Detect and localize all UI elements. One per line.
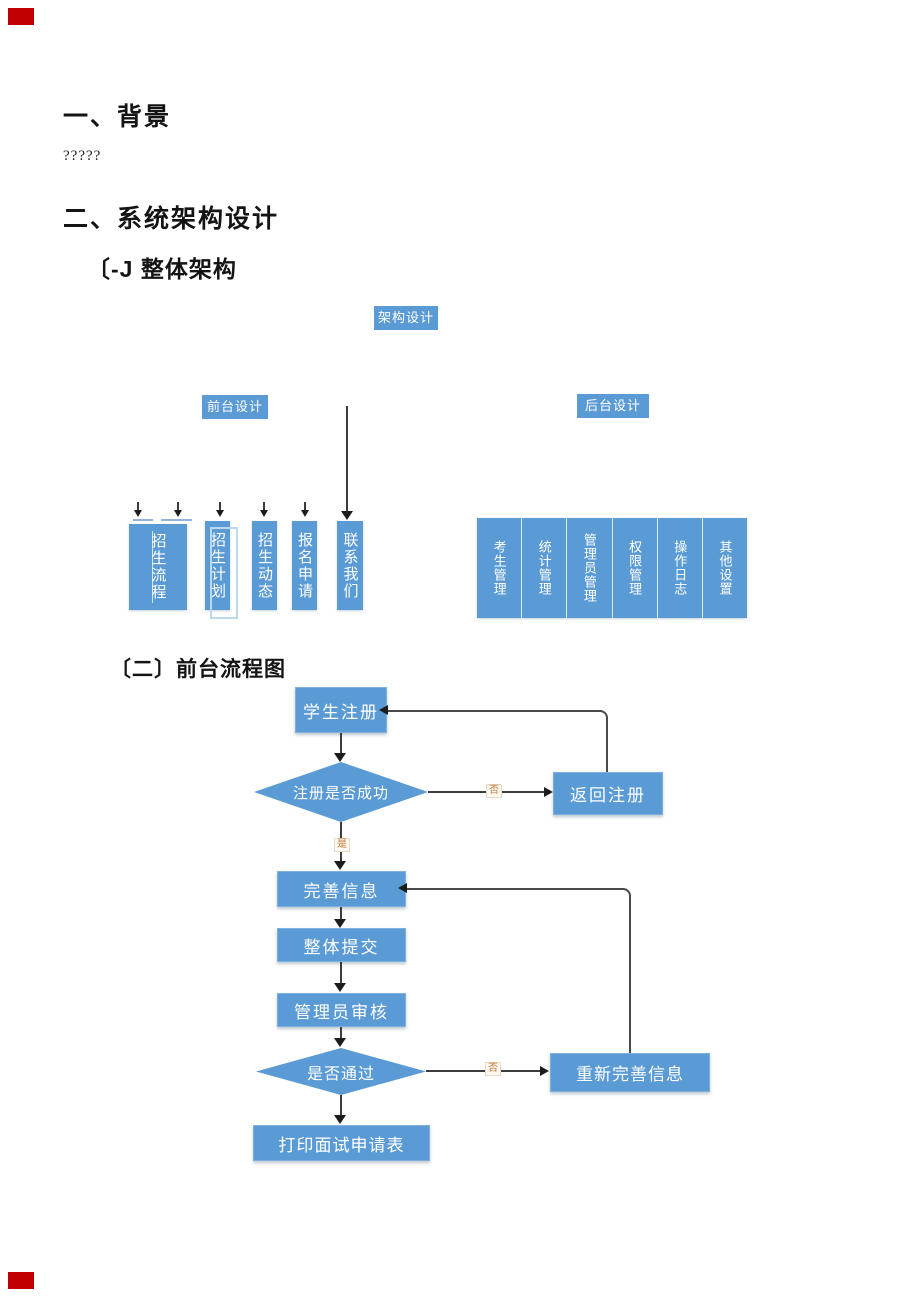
front-column: 联系我们 bbox=[337, 521, 363, 610]
edge-label-no-1: 否 bbox=[486, 784, 502, 798]
flow-node-redo-complete-info: 重新完善信息 bbox=[550, 1053, 710, 1092]
flow-node-overall-submit: 整体提交 bbox=[277, 928, 406, 962]
red-corner-mark-top bbox=[8, 8, 34, 25]
flow-node-admin-review: 管理员审核 bbox=[277, 993, 406, 1027]
subheading-overall-architecture: 〔-J 整体架构 bbox=[87, 256, 237, 282]
back-column: 管理员管理 bbox=[567, 518, 613, 618]
back-column-label: 统计管理 bbox=[536, 540, 552, 596]
flow-connector bbox=[426, 1070, 543, 1072]
arrowhead-right-icon bbox=[544, 787, 553, 797]
offset-outline-artifact bbox=[210, 527, 238, 619]
front-column-label: 招生计划 bbox=[209, 531, 226, 600]
flow-connector bbox=[340, 1027, 342, 1040]
arrowhead-down-icon bbox=[334, 983, 346, 992]
front-column-label: 招生流程 bbox=[149, 533, 167, 601]
flow-decision-pass: 是否通过 bbox=[256, 1048, 426, 1095]
flow-node-student-register: 学生注册 bbox=[295, 687, 387, 733]
red-corner-mark-bottom bbox=[8, 1272, 34, 1289]
segment-artifact bbox=[161, 519, 192, 521]
flow-connector bbox=[340, 907, 342, 921]
arch-center-connector bbox=[346, 406, 348, 512]
heading-background: 一、背景 bbox=[63, 103, 172, 131]
heading-architecture: 二、系统架构设计 bbox=[63, 205, 280, 233]
flow-node-complete-info: 完善信息 bbox=[277, 871, 406, 907]
arrowhead-down-icon bbox=[341, 511, 353, 520]
arrowhead-left-icon bbox=[398, 883, 407, 893]
back-column-label: 考生管理 bbox=[491, 540, 507, 596]
back-column: 权限管理 bbox=[613, 518, 658, 618]
subheading-front-flowchart: 〔二〕前台流程图 bbox=[110, 658, 286, 681]
arrowhead-down-icon bbox=[334, 861, 346, 870]
back-panel: 考生管理 统计管理 管理员管理 权限管理 操作日志 其他设置 bbox=[477, 518, 747, 618]
arrowhead-down-icon bbox=[134, 510, 142, 517]
feedback-connector-redo bbox=[406, 888, 631, 1055]
edge-label-no-2: 否 bbox=[485, 1062, 501, 1076]
arrowhead-down-icon bbox=[334, 753, 346, 762]
edge-label-yes: 是 bbox=[334, 838, 350, 852]
back-column: 其他设置 bbox=[703, 518, 747, 618]
flow-node-return-register: 返回注册 bbox=[553, 772, 663, 815]
arrowhead-down-icon bbox=[334, 1115, 346, 1124]
front-column: 招生动态 bbox=[252, 521, 277, 610]
mini-connector bbox=[177, 502, 179, 511]
arrowhead-left-icon bbox=[379, 705, 388, 715]
front-column: 招生计划 bbox=[205, 521, 230, 610]
flow-node-print-form: 打印面试申请表 bbox=[253, 1125, 430, 1161]
back-column: 操作日志 bbox=[658, 518, 703, 618]
back-column: 考生管理 bbox=[477, 518, 523, 618]
arrowhead-down-icon bbox=[334, 919, 346, 928]
front-column: 招生流程 bbox=[129, 524, 187, 610]
arrowhead-down-icon bbox=[174, 510, 182, 517]
arch-front-label: 前台设计 bbox=[202, 395, 268, 419]
back-column-label: 权限管理 bbox=[627, 540, 643, 596]
back-column: 统计管理 bbox=[522, 518, 568, 618]
segment-artifact bbox=[133, 519, 153, 521]
mini-connector bbox=[219, 502, 221, 511]
front-column-label: 招生动态 bbox=[256, 531, 273, 600]
mini-connector bbox=[304, 502, 306, 511]
arrowhead-right-icon bbox=[540, 1066, 549, 1076]
back-column-label: 管理员管理 bbox=[581, 533, 597, 603]
arrowhead-down-icon bbox=[334, 1038, 346, 1047]
flow-connector bbox=[340, 733, 342, 755]
front-column-label: 报名申请 bbox=[296, 531, 313, 600]
arrowhead-down-icon bbox=[216, 510, 224, 517]
flow-connector bbox=[340, 962, 342, 984]
column-inner-line bbox=[152, 531, 153, 603]
arrowhead-down-icon bbox=[301, 510, 309, 517]
mini-connector bbox=[263, 502, 265, 511]
feedback-connector-return bbox=[387, 710, 608, 773]
back-column-label: 其他设置 bbox=[717, 540, 733, 596]
flow-connector bbox=[340, 1095, 342, 1116]
front-column: 报名申请 bbox=[292, 521, 317, 610]
arch-back-label: 后台设计 bbox=[577, 394, 649, 418]
front-column-label: 联系我们 bbox=[341, 531, 359, 600]
mini-connector bbox=[137, 502, 139, 511]
placeholder-text: ????? bbox=[63, 148, 102, 164]
arch-root-label: 架构设计 bbox=[374, 306, 438, 330]
back-column-label: 操作日志 bbox=[672, 540, 688, 596]
arrowhead-down-icon bbox=[260, 510, 268, 517]
